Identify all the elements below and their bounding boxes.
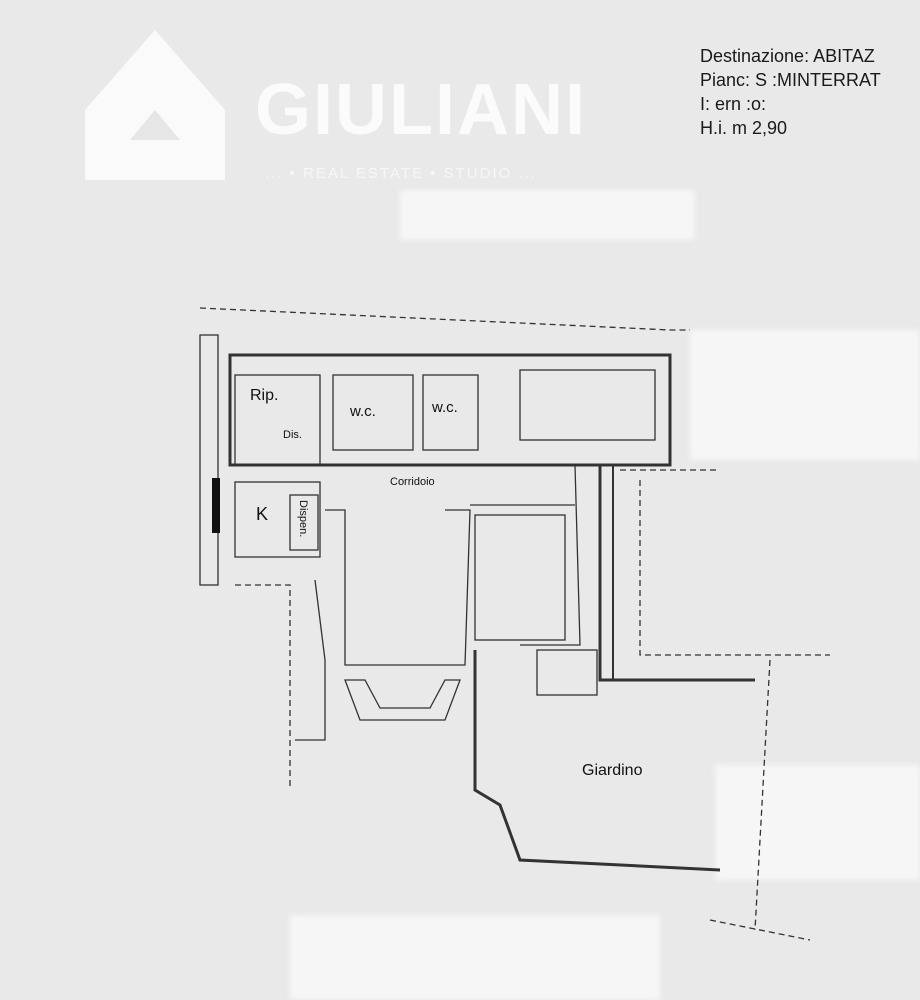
room-label-dispen: Dispen. [297, 500, 309, 537]
watermark-name: GIULIANI [255, 70, 587, 150]
destination-label: Destinazione: ABITAZ [700, 46, 875, 66]
redaction-block [715, 765, 920, 880]
watermark-logo-icon [85, 30, 225, 180]
room-label-rip: Rip. [250, 387, 278, 404]
redaction-block [290, 915, 660, 1000]
room-label-wc: w.c. [431, 399, 458, 416]
watermark-tagline: ... • REAL ESTATE • STUDIO ... [265, 165, 537, 182]
floor-label: Pianc: S :MINTERRAT [700, 70, 881, 90]
room-label-k: K [256, 504, 268, 524]
plan-info: Destinazione: ABITAZ Pianc: S :MINTERRAT… [700, 44, 881, 140]
redaction-block [690, 330, 920, 460]
redaction-block [400, 190, 695, 240]
interior-label: I: ern :o: [700, 94, 767, 114]
room-label-giardino: Giardino [582, 762, 643, 779]
plan-walls [199, 307, 830, 941]
height-label: H.i. m 2,90 [700, 118, 788, 138]
watermark: GIULIANI ... • REAL ESTATE • STUDIO ... [85, 30, 685, 190]
room-label-dis: Dis. [283, 429, 302, 441]
room-label-wc: w.c. [349, 403, 376, 420]
window-mark [212, 478, 220, 533]
room-label-corridoio: Corridoio [390, 476, 435, 488]
